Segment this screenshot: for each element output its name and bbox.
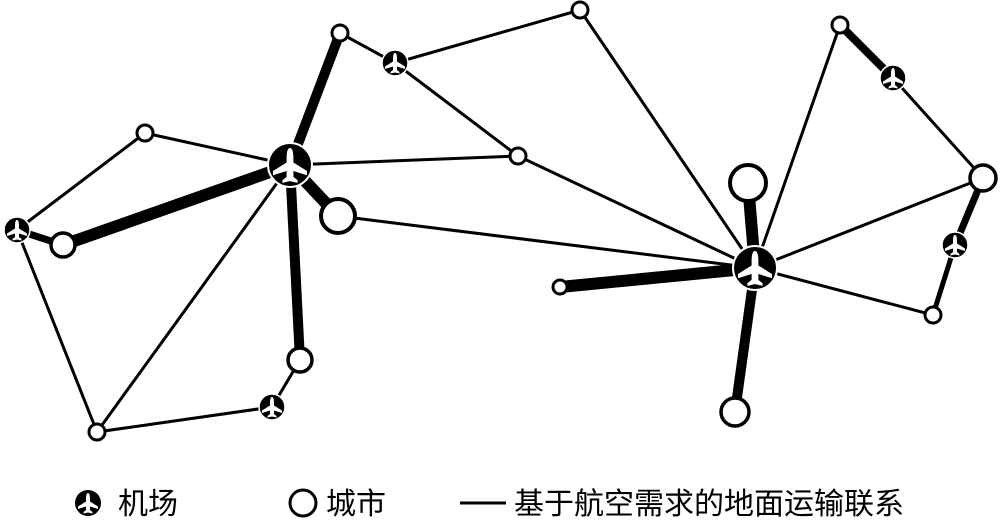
legend-airport-label: 机场 [118,487,178,522]
link [288,154,520,167]
legend-city-icon [288,488,318,518]
airport-icon [941,231,969,259]
link [15,228,99,434]
city-node [923,305,943,325]
link [15,131,147,232]
link [730,263,760,417]
city-node [719,396,751,428]
airport-icon [267,142,313,188]
city-node [551,278,569,296]
link [95,405,274,434]
city-node [135,123,155,143]
link [554,262,761,293]
legend-link-label: 基于航空需求的地面运输联系 [514,487,904,522]
city-node [49,231,77,259]
link [57,159,296,251]
link [95,163,292,434]
airport-icon [732,245,778,291]
link [336,214,757,270]
thick-links [13,21,987,417]
link [516,154,757,270]
link [143,131,292,167]
city-nodes [49,0,998,442]
airport-icon [258,393,286,421]
link [393,61,520,158]
link [753,23,842,270]
link [753,266,935,317]
city-node [570,0,590,20]
link [285,160,305,365]
link [393,8,582,65]
legend-airport-icon [75,490,101,516]
city-node [319,197,357,235]
thin-links [15,8,985,434]
link [753,176,985,270]
city-node [830,15,850,35]
airport-nodes [3,49,969,421]
link [578,8,757,270]
city-node [286,346,314,374]
legend: 机场 城市 基于航空需求的地面运输联系 [75,487,904,522]
airport-icon [381,49,409,77]
link [285,28,345,170]
city-node [508,146,528,166]
city-node [330,23,350,43]
city-node [728,163,768,203]
city-node [87,422,107,442]
airport-icon [3,216,31,244]
city-node [968,163,998,193]
legend-city-label: 城市 [326,487,386,522]
link [891,76,985,180]
airport-icon [879,64,907,92]
